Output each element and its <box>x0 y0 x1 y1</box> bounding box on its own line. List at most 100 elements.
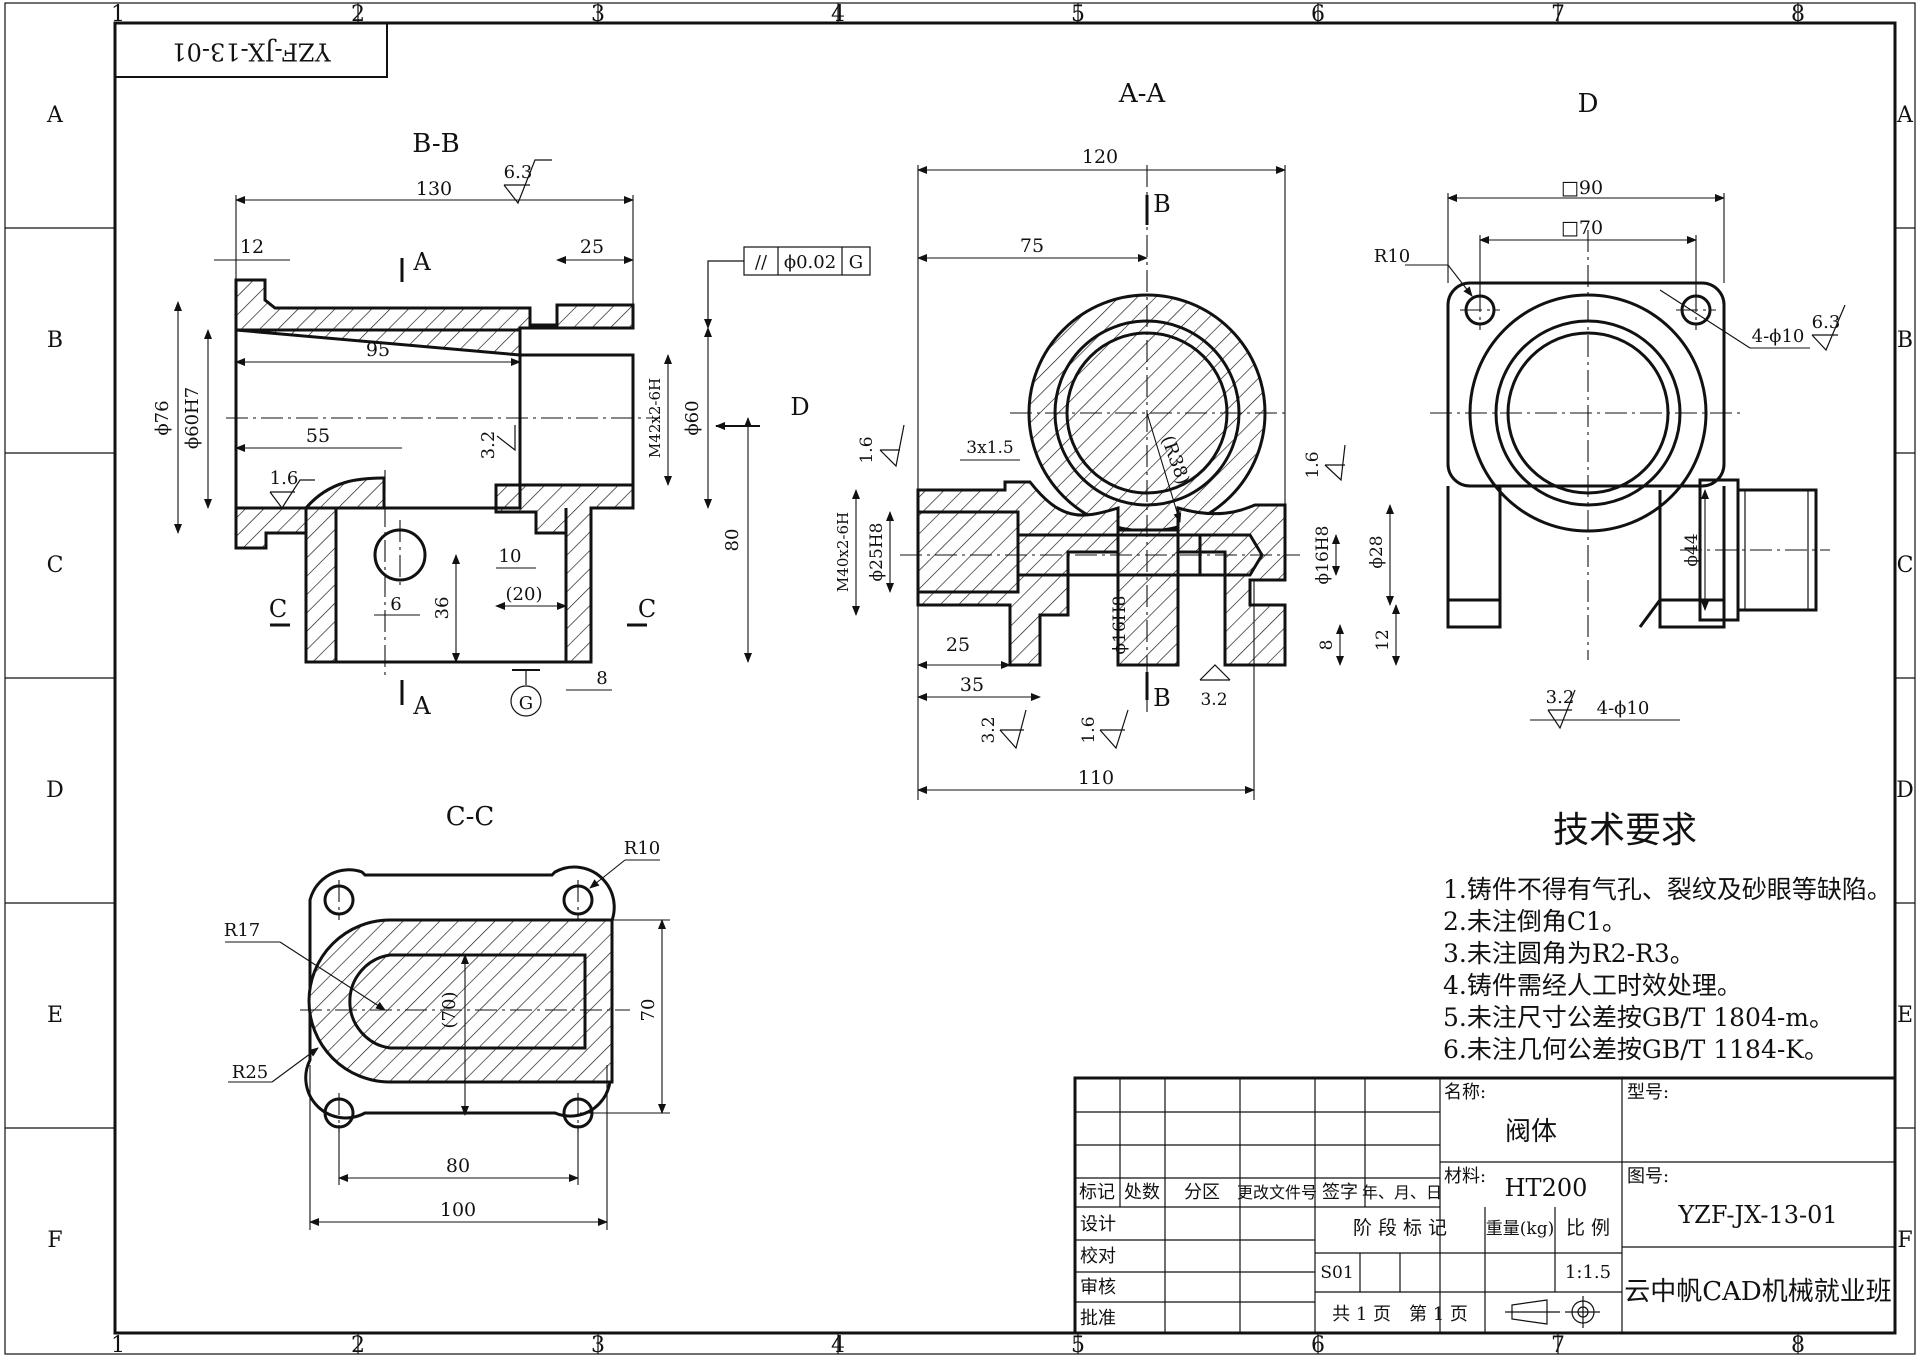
dimension-label: ϕ25H8 <box>867 523 887 582</box>
dimension-label: ϕ16H8 <box>1313 526 1333 585</box>
col-label: 5 <box>1071 2 1085 27</box>
dimension-label: ϕ60H7 <box>182 387 203 449</box>
dimension-label: R10 <box>1374 246 1410 267</box>
roughness-label: 6.3 <box>504 162 533 183</box>
view-d: D □90 □70 R10 4-ϕ10 <box>1374 89 1846 730</box>
col-label: 2 <box>351 2 365 27</box>
view-arrow-label: D <box>790 393 809 421</box>
col-label: 7 <box>1551 2 1565 27</box>
roughness-label: 1.6 <box>1079 716 1099 743</box>
role-label: 批准 <box>1080 1308 1116 1329</box>
role-label: 审核 <box>1080 1277 1116 1298</box>
cut-label: B <box>1153 190 1171 218</box>
col-label: 6 <box>1311 2 1325 27</box>
view-title: A-A <box>1118 79 1167 109</box>
dimension-label: 12 <box>1373 629 1393 651</box>
dimension-label: 100 <box>440 1199 476 1221</box>
stage-code: S01 <box>1320 1263 1353 1283</box>
rev-header: 更改文件号 <box>1237 1183 1317 1202</box>
col-label: 8 <box>1791 2 1805 27</box>
view-title: D <box>1578 89 1599 119</box>
scale-value: 1:1.5 <box>1565 1262 1611 1283</box>
roughness-label: 6.3 <box>1812 312 1841 333</box>
dimension-label: 75 <box>1020 235 1044 257</box>
drawing-label: 图号: <box>1627 1166 1669 1187</box>
col-label: 2 <box>351 1333 365 1357</box>
roughness-label: 1.6 <box>270 468 299 489</box>
cut-label: C <box>638 595 656 623</box>
role-label: 设计 <box>1080 1214 1116 1235</box>
rev-header: 年、月、日 <box>1362 1183 1442 1202</box>
dimension-label: (70) <box>439 992 460 1029</box>
projection-symbol-icon <box>1505 1296 1600 1328</box>
dimension-label: 55 <box>306 425 330 447</box>
col-label: 7 <box>1551 1333 1565 1357</box>
dimension-label: 25 <box>580 236 604 258</box>
col-label: 8 <box>1791 1333 1805 1357</box>
row-label: D <box>46 778 64 803</box>
col-label: 1 <box>111 2 125 27</box>
model-label: 型号: <box>1627 1082 1669 1103</box>
dimension-label: 95 <box>366 339 390 361</box>
col-label: 3 <box>591 1333 605 1357</box>
row-label: E <box>47 1003 63 1028</box>
dimension-label: 80 <box>722 529 743 552</box>
view-cc: C-C (70) 70 80 100 R10 R17 R25 <box>224 802 670 1230</box>
drawing-number: YZF-JX-13-01 <box>1677 1201 1837 1229</box>
dimension-label: 3x1.5 <box>966 438 1013 458</box>
roughness-label: 3.2 <box>1546 687 1575 708</box>
row-label: B <box>1897 328 1913 353</box>
dimension-label: 36 <box>432 597 453 620</box>
company-name: 云中帆CAD机械就业班 <box>1624 1277 1892 1307</box>
dimension-label: ϕ60 <box>682 400 703 435</box>
tolerance-symbol: // <box>755 252 768 273</box>
dimension-label: ϕ16H8 <box>1110 596 1130 655</box>
view-aa: A-A B B 120 75 3x1.5 (R38) M40x2-6H ϕ25H… <box>834 79 1400 800</box>
dimension-label: 35 <box>960 674 984 696</box>
dimension-label: 8 <box>1317 640 1337 651</box>
role-label: 校对 <box>1080 1246 1116 1267</box>
sheet-frame: 1 2 3 4 5 6 7 8 1 2 3 4 5 6 7 8 A B C D … <box>4 2 1916 1357</box>
technical-requirements: 技术要求 1.铸件不得有气孔、裂纹及砂眼等缺陷。 2.未注倒角C1。 3.未注圆… <box>1443 810 1892 1064</box>
col-label: 5 <box>1071 1333 1085 1357</box>
dimension-label: 12 <box>240 236 264 258</box>
dimension-label: 4-ϕ10 <box>1752 326 1805 347</box>
view-title: B-B <box>412 129 459 159</box>
datum-label: G <box>519 693 533 714</box>
view-bb: B-B A A C C D 130 12 <box>152 129 871 720</box>
roughness-label: 3.2 <box>1200 690 1227 710</box>
dimension-label: ϕ76 <box>152 400 173 435</box>
tech-item: 1.铸件不得有气孔、裂纹及砂眼等缺陷。 <box>1443 875 1892 904</box>
row-label: E <box>1897 1003 1913 1028</box>
stage-label: 阶 段 标 记 <box>1353 1217 1447 1239</box>
roughness-label: 1.6 <box>857 436 877 463</box>
roughness-label: 3.2 <box>979 716 999 743</box>
weight-label: 重量(kg) <box>1486 1219 1554 1239</box>
cut-label: C <box>269 595 287 623</box>
tech-item: 6.未注几何公差按GB/T 1184-K。 <box>1443 1035 1829 1064</box>
name-label: 名称: <box>1444 1082 1486 1103</box>
dimension-label: ϕ44 <box>1682 533 1702 566</box>
row-label: C <box>1897 553 1914 578</box>
rev-header: 分区 <box>1184 1182 1220 1203</box>
sheet-count: 共 1 页 第 1 页 <box>1332 1304 1468 1325</box>
col-label: 3 <box>591 2 605 27</box>
dimension-label: M40x2-6H <box>834 512 852 592</box>
row-label: A <box>46 103 64 128</box>
dimension-label: ϕ28 <box>1367 535 1387 568</box>
col-label: 1 <box>111 1333 125 1357</box>
dimension-label: 70 <box>638 999 659 1022</box>
part-name: 阀体 <box>1505 1117 1557 1147</box>
col-label: 4 <box>831 2 845 27</box>
dimension-label: R17 <box>224 920 260 941</box>
row-label: A <box>1896 103 1914 128</box>
material-label: 材料: <box>1444 1166 1486 1187</box>
roughness-label: 1.6 <box>1303 451 1323 478</box>
dimension-label: M42x2-6H <box>646 378 664 458</box>
dimension-label: □70 <box>1561 217 1603 239</box>
tech-item: 4.铸件需经人工时效处理。 <box>1443 971 1742 1000</box>
roughness-label: 3.2 <box>478 431 499 460</box>
dimension-label: 120 <box>1082 146 1118 168</box>
cut-label: A <box>412 692 431 720</box>
